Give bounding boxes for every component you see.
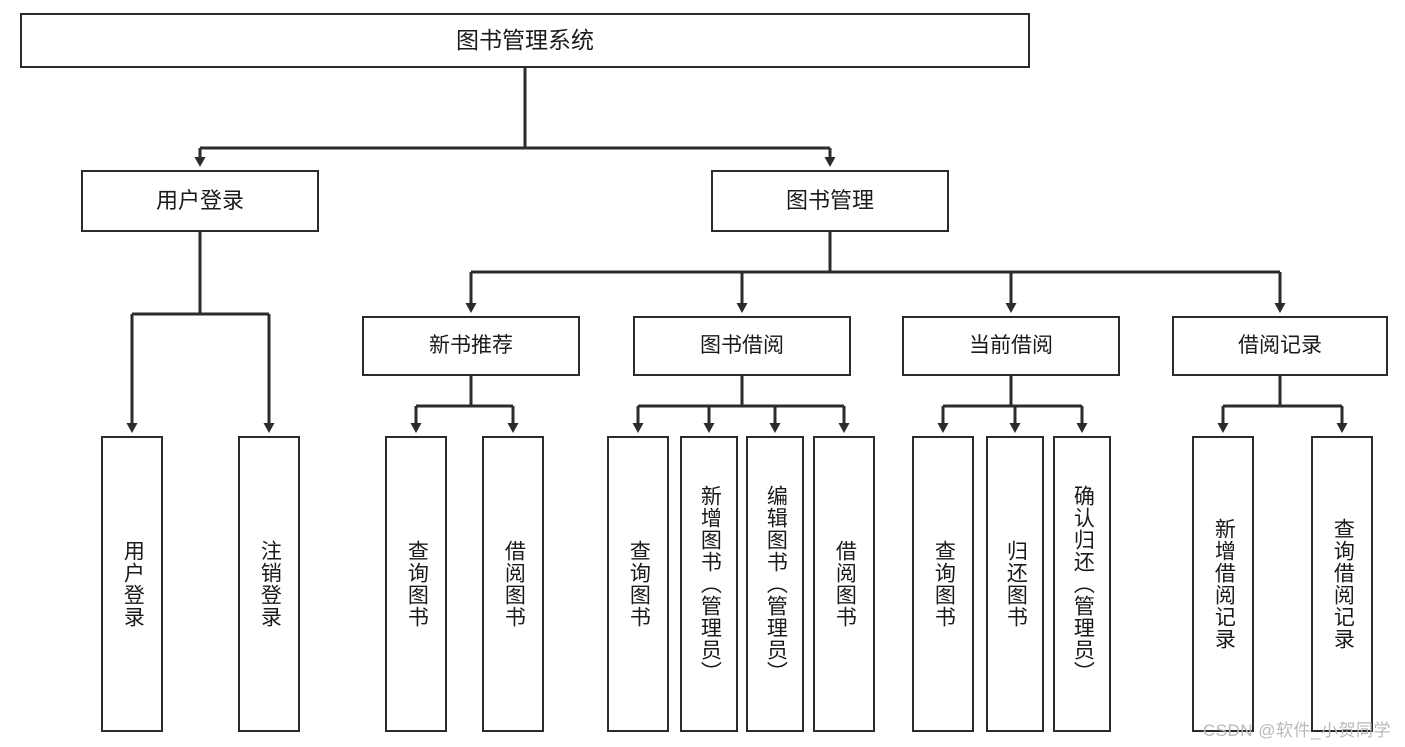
node-leaf-logout[interactable]: 注销登录 (238, 436, 300, 732)
node-leaf-borrow-book-2[interactable]: 借阅图书 (813, 436, 875, 732)
node-root-label: 图书管理系统 (456, 26, 594, 53)
node-leaf-add-book-label: 新增图书（管理员） (698, 485, 722, 683)
node-leaf-query-book-3[interactable]: 查询图书 (912, 436, 974, 732)
node-leaf-user-login[interactable]: 用户登录 (101, 436, 163, 732)
node-book-manage[interactable]: 图书管理 (711, 170, 949, 232)
node-leaf-edit-book-label: 编辑图书（管理员） (764, 485, 788, 683)
node-leaf-user-login-label: 用户登录 (121, 540, 145, 628)
node-borrow-record-label: 借阅记录 (1238, 333, 1322, 357)
node-leaf-query-record[interactable]: 查询借阅记录 (1311, 436, 1373, 732)
node-leaf-logout-label: 注销登录 (258, 540, 282, 628)
node-book-manage-label: 图书管理 (785, 188, 874, 214)
node-leaf-add-record[interactable]: 新增借阅记录 (1192, 436, 1254, 732)
node-new-book-recommend[interactable]: 新书推荐 (362, 316, 580, 376)
node-leaf-query-book-1[interactable]: 查询图书 (385, 436, 447, 732)
node-root[interactable]: 图书管理系统 (20, 13, 1030, 68)
node-leaf-query-book-2-label: 查询图书 (627, 540, 651, 628)
node-leaf-return-book[interactable]: 归还图书 (986, 436, 1044, 732)
node-current-borrow-label: 当前借阅 (969, 333, 1053, 357)
node-user-login-label: 用户登录 (155, 188, 244, 214)
node-leaf-confirm-return-label: 确认归还（管理员） (1071, 485, 1095, 683)
node-leaf-confirm-return[interactable]: 确认归还（管理员） (1053, 436, 1111, 732)
node-leaf-edit-book[interactable]: 编辑图书（管理员） (746, 436, 804, 732)
node-leaf-add-book[interactable]: 新增图书（管理员） (680, 436, 738, 732)
node-leaf-borrow-book-1[interactable]: 借阅图书 (482, 436, 544, 732)
node-leaf-query-book-1-label: 查询图书 (405, 540, 429, 628)
node-user-login[interactable]: 用户登录 (81, 170, 319, 232)
node-new-book-recommend-label: 新书推荐 (429, 333, 513, 357)
node-leaf-query-book-3-label: 查询图书 (932, 540, 956, 628)
node-current-borrow[interactable]: 当前借阅 (902, 316, 1120, 376)
node-leaf-borrow-book-1-label: 借阅图书 (502, 540, 526, 628)
node-borrow-record[interactable]: 借阅记录 (1172, 316, 1388, 376)
node-leaf-query-record-label: 查询借阅记录 (1331, 518, 1355, 650)
node-leaf-return-book-label: 归还图书 (1004, 540, 1028, 628)
node-book-borrow[interactable]: 图书借阅 (633, 316, 851, 376)
node-leaf-query-book-2[interactable]: 查询图书 (607, 436, 669, 732)
node-leaf-borrow-book-2-label: 借阅图书 (833, 540, 857, 628)
node-leaf-add-record-label: 新增借阅记录 (1212, 518, 1236, 650)
node-book-borrow-label: 图书借阅 (700, 333, 784, 357)
watermark-text: CSDN @软件_小贺同学 (1202, 721, 1391, 740)
